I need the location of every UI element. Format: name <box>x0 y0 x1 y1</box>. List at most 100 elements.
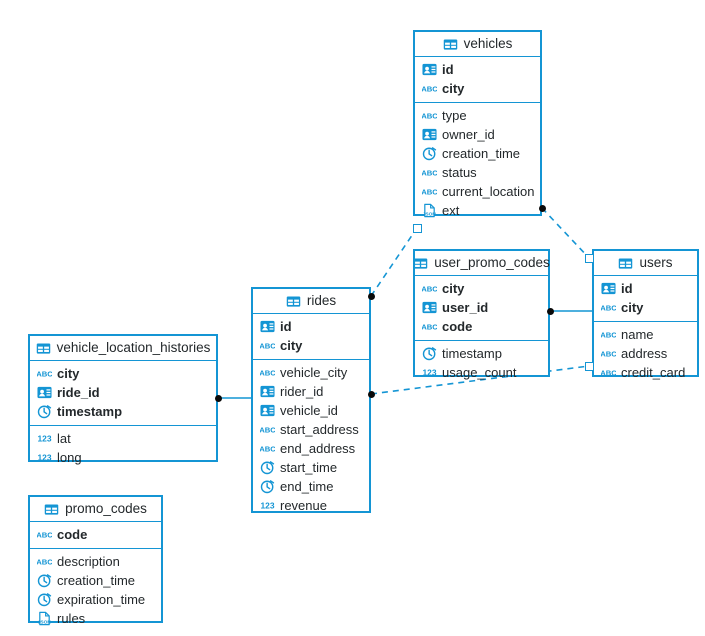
clock-icon <box>37 405 52 419</box>
abc-text-icon: ABC <box>601 330 616 339</box>
abc-text-icon: ABC <box>422 187 437 196</box>
field-row-id[interactable]: id <box>415 60 540 79</box>
field-row-address[interactable]: ABC address <box>594 344 697 363</box>
entity-title: users <box>639 255 673 271</box>
svg-text:ABC: ABC <box>422 111 437 120</box>
field-name: rider_id <box>280 384 324 399</box>
field-name: ext <box>442 203 460 218</box>
field-name: city <box>621 300 644 315</box>
field-row-type[interactable]: ABC type <box>415 106 540 125</box>
field-name: type <box>442 108 467 123</box>
svg-text:ABC: ABC <box>601 330 616 339</box>
123-number-icon: 123 <box>37 433 51 443</box>
field-row-creation_time[interactable]: creation_time <box>30 571 161 590</box>
field-row-creation_time[interactable]: creation_time <box>415 144 540 163</box>
svg-text:ABC: ABC <box>37 369 52 378</box>
entity-header-promo_codes[interactable]: promo_codes <box>30 497 161 522</box>
table-grid-icon <box>36 342 50 354</box>
field-row-vehicle_id[interactable]: vehicle_id <box>253 401 369 420</box>
entity-header-user_promo_codes[interactable]: user_promo_codes <box>413 251 550 276</box>
abc-text-icon: ABC <box>260 444 275 453</box>
field-row-ride_id[interactable]: ride_id <box>30 383 216 402</box>
entity-header-vehicle_location_histories[interactable]: vehicle_location_histories <box>30 336 216 361</box>
field-row-ext[interactable]: JSON ext <box>415 201 540 220</box>
entity-title: vehicle_location_histories <box>56 340 211 356</box>
abc-text-icon: ABC <box>260 368 275 377</box>
abc-text-icon: ABC <box>601 368 616 377</box>
field-name: city <box>280 338 303 353</box>
field-name: end_address <box>280 441 356 456</box>
field-row-rider_id[interactable]: rider_id <box>253 382 369 401</box>
field-row-owner_id[interactable]: owner_id <box>415 125 540 144</box>
svg-text:ABC: ABC <box>601 349 616 358</box>
field-row-expiration_time[interactable]: expiration_time <box>30 590 161 609</box>
field-name: expiration_time <box>57 592 146 607</box>
field-row-user_id[interactable]: user_id <box>415 298 548 317</box>
entity-title: rides <box>306 293 337 309</box>
entity-header-rides[interactable]: rides <box>253 289 369 314</box>
field-row-vehicle_city[interactable]: ABC vehicle_city <box>253 363 369 382</box>
field-name: address <box>621 346 668 361</box>
svg-text:ABC: ABC <box>422 187 437 196</box>
field-row-id[interactable]: id <box>253 317 369 336</box>
field-row-start_time[interactable]: start_time <box>253 458 369 477</box>
table-grid-icon <box>619 257 633 269</box>
entity-header-vehicles[interactable]: vehicles <box>415 32 540 57</box>
field-name: code <box>442 319 473 334</box>
clock-icon <box>422 147 437 161</box>
abc-text-icon: ABC <box>37 369 52 378</box>
json-document-icon: JSON <box>423 203 436 218</box>
field-name: usage_count <box>442 365 517 380</box>
field-name: id <box>280 319 292 334</box>
relationship-edge-rides-to-vehicles[interactable] <box>370 227 418 297</box>
svg-text:123: 123 <box>260 500 274 510</box>
id-card-icon <box>260 320 275 333</box>
field-row-end_time[interactable]: end_time <box>253 477 369 496</box>
relationship-open-square-marker-rides-to-vehicles-end <box>412 223 422 233</box>
entity-header-users[interactable]: users <box>594 251 697 276</box>
id-card-icon <box>422 63 437 76</box>
field-row-timestamp[interactable]: timestamp <box>30 402 216 421</box>
id-card-icon <box>601 282 616 295</box>
field-name: vehicle_city <box>280 365 348 380</box>
svg-text:ABC: ABC <box>260 368 275 377</box>
entity-title: promo_codes <box>65 501 147 517</box>
svg-text:123: 123 <box>37 433 51 443</box>
field-row-id[interactable]: id <box>594 279 697 298</box>
field-row-timestamp[interactable]: timestamp <box>415 344 548 363</box>
svg-text:ABC: ABC <box>37 557 52 566</box>
abc-text-icon: ABC <box>260 425 275 434</box>
field-name: end_time <box>280 479 334 494</box>
field-row-end_address[interactable]: ABC end_address <box>253 439 369 458</box>
field-name: id <box>621 281 633 296</box>
